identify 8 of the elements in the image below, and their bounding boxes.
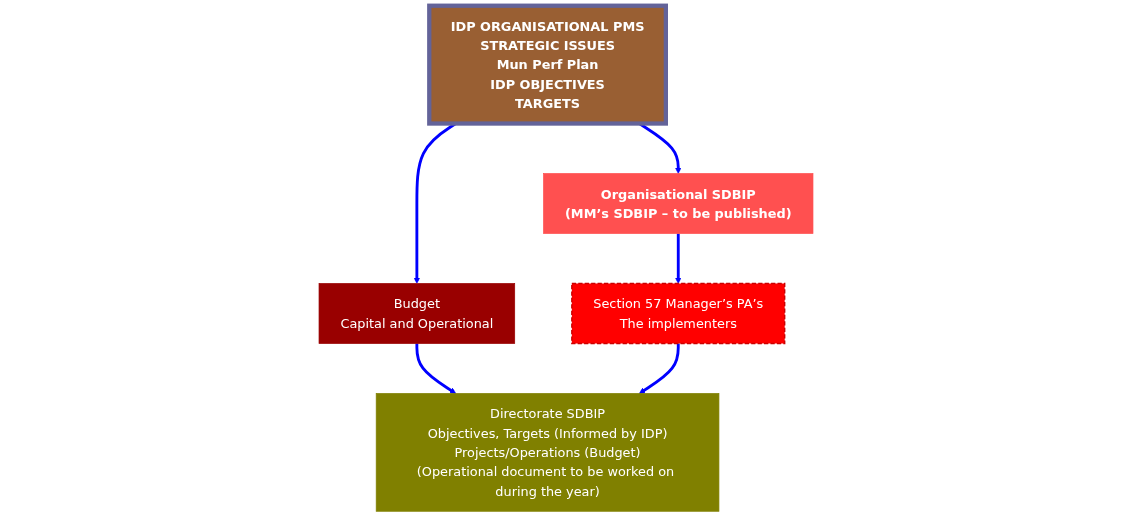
node-box: Section 57 Manager’s PA’s The implementers — [571, 282, 786, 345]
node-box: IDP ORGANISATIONAL PMS STRATEGIC ISSUES Mun Perf Plan IDP OBJECTIVES TARGETS — [427, 3, 668, 126]
node-box: Directorate SDBIP Objectives, Targets (Informed by IDP) Projects/Operations (Budget) (Operational document to be worked on during the year) — [375, 393, 720, 512]
node-box: Budget Capital and Operational — [318, 283, 516, 344]
arrow — [639, 343, 680, 394]
arrow — [675, 233, 682, 284]
arrow — [415, 343, 457, 394]
node-box: Organisational SDBIP (MM’s SDBIP – to be published) — [543, 173, 814, 234]
